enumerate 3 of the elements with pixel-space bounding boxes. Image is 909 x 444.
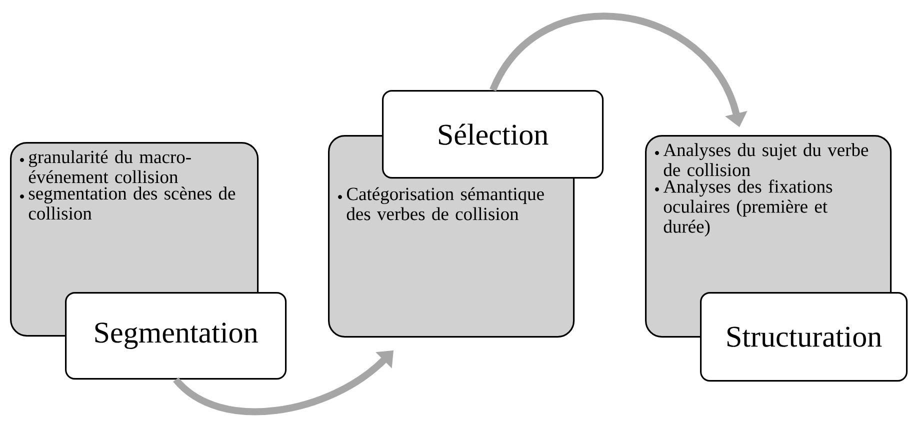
title-box: Segmentation: [65, 292, 287, 380]
title-box: Structuration: [700, 292, 908, 382]
title-box: Sélection: [382, 90, 604, 179]
